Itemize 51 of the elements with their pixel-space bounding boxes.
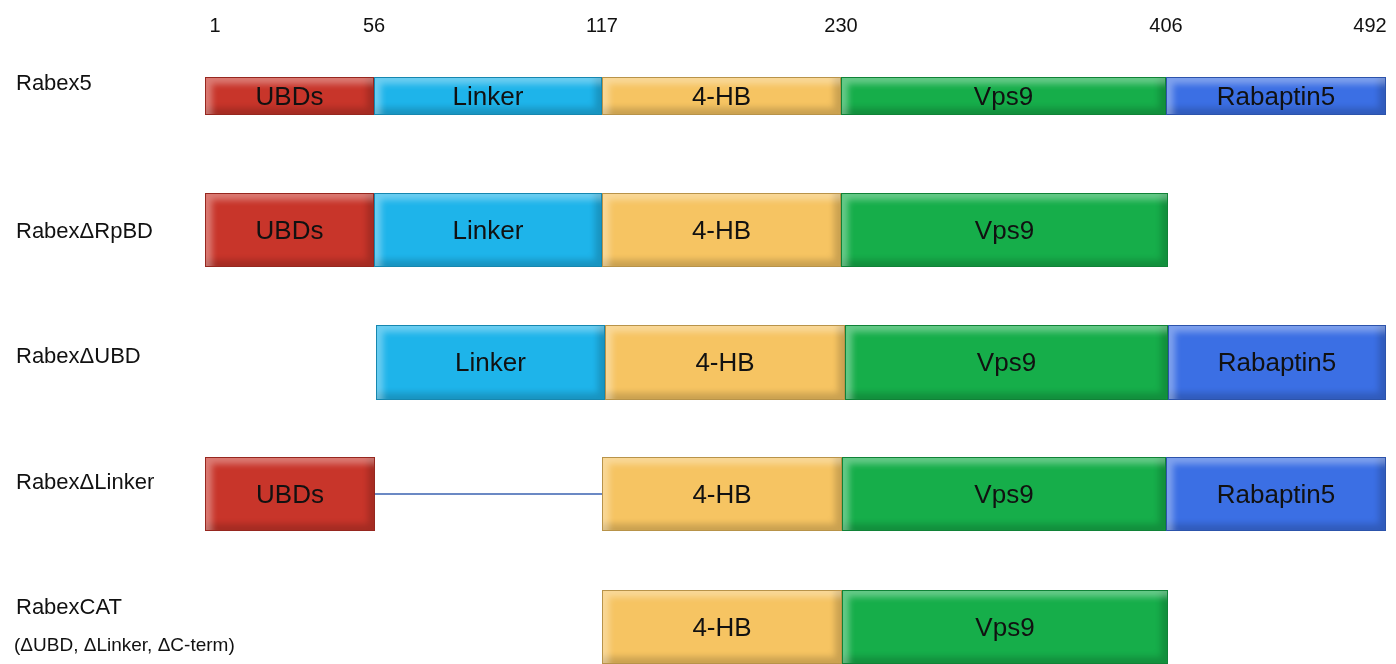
domain-bar xyxy=(1168,325,1386,400)
domain-bar xyxy=(1166,77,1386,115)
construct-name: RabexΔUBD xyxy=(16,343,141,369)
domain-bar xyxy=(605,325,845,400)
domain-label: UBDs xyxy=(255,214,324,246)
domain-bar xyxy=(602,457,842,531)
domain-label: Vps9 xyxy=(974,214,1035,246)
residue-number: 56 xyxy=(362,14,386,37)
domain-label: Linker xyxy=(452,214,524,246)
residue-number: 117 xyxy=(586,14,618,37)
domain-bar xyxy=(205,457,375,531)
residue-number: 492 xyxy=(1353,14,1387,37)
domain-label: Linker xyxy=(455,347,526,378)
domain-label: Rabaptin5 xyxy=(1216,80,1336,112)
domain-label: 4-HB xyxy=(691,214,752,246)
domain-bar xyxy=(374,193,602,267)
domain-label: Rabaptin5 xyxy=(1216,478,1336,510)
domain-label: Vps9 xyxy=(976,347,1037,378)
construct-name: RabexΔRpBD xyxy=(16,218,153,244)
domain-label: UBDs xyxy=(256,478,324,510)
domain-label: 4-HB xyxy=(692,478,752,510)
domain-bar xyxy=(602,590,842,664)
domain-bar xyxy=(1166,457,1386,531)
domain-bar xyxy=(841,77,1166,115)
residue-number: 230 xyxy=(824,14,858,37)
construct-name: RabexΔLinker xyxy=(16,469,155,495)
domain-label: Linker xyxy=(452,80,524,112)
linker-deletion-line xyxy=(374,493,603,495)
domain-bar xyxy=(845,325,1168,400)
domain-label: 4-HB xyxy=(695,347,755,378)
domain-bar xyxy=(602,193,841,267)
domain-bar xyxy=(205,193,374,267)
domain-bar xyxy=(841,193,1168,267)
domain-bar xyxy=(842,590,1168,664)
residue-number: 1 xyxy=(209,14,221,37)
domain-label: 4-HB xyxy=(692,611,752,643)
domain-bar xyxy=(376,325,605,400)
domain-label: UBDs xyxy=(255,80,324,112)
domain-label: Vps9 xyxy=(974,478,1034,510)
domain-bar xyxy=(602,77,841,115)
domain-label: 4-HB xyxy=(691,80,752,112)
domain-bar xyxy=(842,457,1166,531)
domain-label: Rabaptin5 xyxy=(1217,347,1337,378)
residue-number: 406 xyxy=(1149,14,1183,37)
domain-bar xyxy=(205,77,374,115)
domain-label: Vps9 xyxy=(973,80,1034,112)
domain-label: Vps9 xyxy=(975,611,1035,643)
construct-name: Rabex5 xyxy=(16,70,92,96)
construct-name: RabexCAT xyxy=(16,594,122,620)
domain-bar xyxy=(374,77,602,115)
construct-note: (ΔUBD, ΔLinker, ΔC-term) xyxy=(14,634,235,656)
